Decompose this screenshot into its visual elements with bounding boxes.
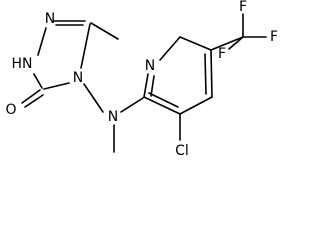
bond-c5-c4-double bbox=[204, 53, 207, 95]
bond-namine-pyridine bbox=[120, 97, 144, 113]
atom-label-n-triazole-center: N bbox=[73, 70, 83, 86]
bond-n1-n2 bbox=[37, 27, 47, 56]
atom-label-o-carbonyl: O bbox=[5, 102, 16, 118]
bond-c6-c5 bbox=[179, 36, 212, 51]
triazolone-ring bbox=[21, 20, 119, 108]
atom-label-hn: HN bbox=[12, 56, 33, 72]
bond-c5-n4 bbox=[80, 23, 91, 69]
bond-c3-c2 bbox=[143, 96, 181, 115]
bond-n4-c3 bbox=[43, 82, 70, 90]
molecule-diagram: HN N N O N N Cl F F F bbox=[5, 0, 278, 159]
bond-n4-namine bbox=[83, 83, 104, 113]
pyridine-ring bbox=[143, 36, 244, 141]
atom-label-f-right: F bbox=[270, 29, 278, 45]
bond-c5-c4 bbox=[210, 49, 213, 98]
bond-c3-c2-double bbox=[148, 92, 179, 108]
atom-label-n-amine: N bbox=[108, 109, 118, 125]
atom-label-f-left: F bbox=[218, 46, 226, 62]
trifluoromethyl-group bbox=[228, 13, 267, 50]
bond-cf3-f-left bbox=[228, 36, 244, 50]
bond-c2-npy-double bbox=[150, 75, 155, 97]
bond-c4-c3 bbox=[179, 96, 213, 115]
bond-c3-o bbox=[21, 89, 41, 104]
amine-linker bbox=[83, 83, 144, 153]
bond-c3-o-double bbox=[24, 94, 44, 108]
bond-c3-n2 bbox=[33, 73, 43, 89]
atom-label-cl: Cl bbox=[175, 143, 189, 159]
bond-c5-methyl bbox=[90, 22, 119, 40]
atom-label-n-triazole-top: N bbox=[45, 11, 55, 27]
molecule-svg: HN N N O N N Cl F F F bbox=[5, 0, 278, 159]
bond-npy-c6 bbox=[159, 36, 181, 61]
bond-c5-cf3 bbox=[210, 36, 244, 51]
bond-c2-npy bbox=[143, 73, 149, 98]
atom-label-n-pyridine: N bbox=[145, 58, 155, 74]
atom-label-f-top: F bbox=[239, 0, 247, 15]
